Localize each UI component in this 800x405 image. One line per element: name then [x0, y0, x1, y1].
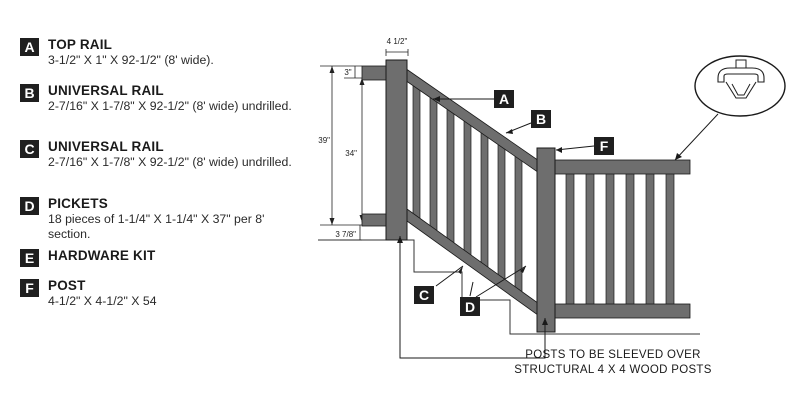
upper-post [536, 147, 556, 333]
legend-description: 2-7/16" X 1-7/8" X 92-1/2" (8' wide) und… [48, 99, 292, 113]
leader-lines [399, 98, 719, 359]
legend-badge-c: C [20, 140, 39, 158]
legend-description: 4-1/2" X 4-1/2" X 54 [48, 294, 157, 308]
callout-d: D [460, 297, 480, 316]
callout-c-label: C [419, 287, 429, 303]
stair-outline [318, 239, 700, 335]
level-picket-4 [625, 171, 635, 307]
stair-picket-4 [463, 116, 472, 259]
top-rail-stub [361, 65, 389, 81]
callout-a: A [494, 90, 514, 108]
posts [385, 59, 556, 333]
bottom-rail-level [553, 303, 691, 319]
bottom-rail-stub [361, 213, 389, 227]
leader-arrowheads [397, 96, 682, 325]
post-sleeve-note: POSTS TO BE SLEEVED OVER STRUCTURAL 4 X … [493, 348, 733, 378]
callout-b: B [531, 110, 551, 128]
top-rail-level [553, 159, 691, 175]
legend-description: 18 pieces of 1-1/4" X 1-1/4" X 37" per 8… [48, 212, 265, 241]
callout-c: C [414, 286, 434, 304]
legend-title: PICKETS [48, 196, 108, 211]
rail-profile-detail [694, 55, 786, 117]
top-gap-label: 3" [344, 68, 351, 77]
legend-badge-f: F [20, 279, 39, 297]
level-picket-5 [645, 171, 655, 307]
legend-badge-a: A [20, 38, 39, 56]
stair-picket-5 [480, 128, 489, 271]
dimension-lines [320, 49, 409, 241]
post-width-label: 4 1/2" [387, 37, 408, 46]
legend-title: UNIVERSAL RAIL [48, 83, 164, 98]
stair-picket-1 [412, 81, 421, 222]
note-line-1: POSTS TO BE SLEEVED OVER [525, 349, 701, 361]
parts-legend: A TOP RAIL 3-1/2" X 1" X 92-1/2" (8' wid… [0, 0, 300, 405]
dimension-arrowheads [329, 66, 365, 225]
stair-picket-6 [497, 140, 506, 283]
rail-spacing-label: 34" [345, 149, 357, 158]
note-line-2: STRUCTURAL 4 X 4 WOOD POSTS [514, 364, 712, 376]
top-rail-sloped [401, 65, 543, 176]
level-picket-2 [585, 171, 595, 307]
legend-badge-d: D [20, 197, 39, 215]
legend-description: 3-1/2" X 1" X 92-1/2" (8' wide). [48, 53, 214, 67]
level-rails [553, 159, 691, 319]
bottom-gap-label: 3 7/8" [335, 230, 356, 239]
stair-picket-7 [514, 152, 523, 296]
callout-d-label: D [465, 299, 475, 315]
stair-picket-3 [446, 104, 455, 247]
stair-pickets [412, 81, 523, 296]
legend-title: HARDWARE KIT [48, 248, 156, 263]
legend-badge-e: E [20, 249, 39, 267]
level-pickets [565, 171, 675, 307]
legend-title: UNIVERSAL RAIL [48, 139, 164, 154]
callout-b-label: B [536, 111, 546, 127]
callout-a-label: A [499, 91, 509, 107]
legend-title: TOP RAIL [48, 37, 113, 52]
legend-description: 2-7/16" X 1-7/8" X 92-1/2" (8' wide) und… [48, 155, 292, 169]
left-stub-rails [361, 65, 389, 227]
legend-title: POST [48, 278, 86, 293]
level-picket-3 [605, 171, 615, 307]
lower-post [385, 59, 408, 241]
overall-height-label: 39" [318, 136, 330, 145]
level-picket-1 [565, 171, 575, 307]
level-picket-6 [665, 171, 675, 307]
callout-f: F [594, 137, 614, 155]
legend-badge-b: B [20, 84, 39, 102]
stair-picket-2 [429, 93, 438, 235]
callout-f-label: F [600, 138, 609, 154]
